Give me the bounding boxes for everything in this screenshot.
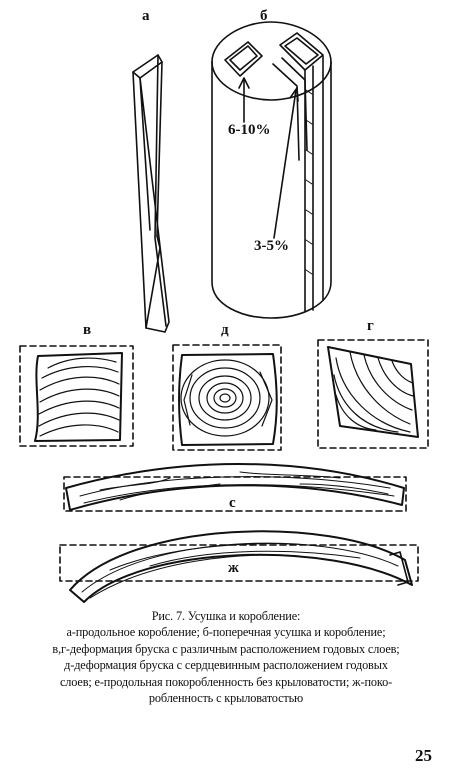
figure-caption: Рис. 7. Усушка и коробление: а-продольно… <box>14 608 438 706</box>
block-v-drawing <box>19 345 134 447</box>
log-cylinder-drawing <box>211 21 332 319</box>
caption-line: в,г-деформация бруска с различным распол… <box>52 641 400 656</box>
label-zh: ж <box>228 560 239 576</box>
shrinkage-percent-tangential: 6-10% <box>228 122 271 138</box>
page-number: 25 <box>415 746 432 765</box>
label-b: б <box>260 8 268 24</box>
bowed-plank-drawing <box>63 463 407 512</box>
label-v: в <box>83 322 92 338</box>
block-g-drawing <box>317 339 429 449</box>
label-g: г <box>367 318 374 334</box>
caption-line: а-продольное коробление; б-поперечная ус… <box>66 625 386 640</box>
label-d: д <box>221 322 229 338</box>
caption-line: слоев; е-продольная покоробленность без … <box>59 674 393 689</box>
shrinkage-figure <box>19 21 429 603</box>
twisted-bowed-plank-drawing <box>59 530 419 603</box>
caption-title: Рис. 7. Усушка и коробление: <box>151 609 301 623</box>
label-a: а <box>142 8 150 24</box>
twisted-plank-drawing <box>132 54 170 333</box>
shrinkage-percent-radial: 3-5% <box>254 238 289 254</box>
label-e: с <box>229 495 236 511</box>
caption-line: д-деформация бруска с сердцевинным распо… <box>64 658 388 673</box>
block-d-drawing <box>172 344 282 451</box>
caption-line: робленность с крыловатостью <box>148 691 304 706</box>
